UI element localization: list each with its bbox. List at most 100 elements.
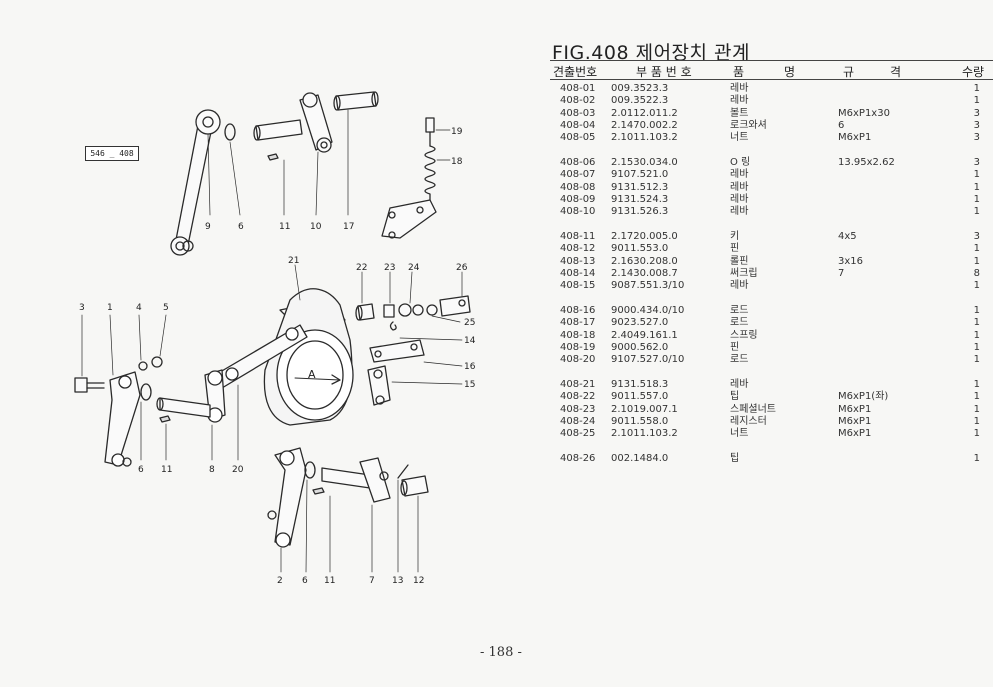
part-no-cell: 9000.434.0/10 [611, 305, 685, 316]
part-name-cell: 롤핀 [730, 255, 749, 267]
tip-part-26 [439, 295, 471, 317]
item-no-cell: 408-11 [560, 231, 596, 242]
washer-part-4 [138, 361, 148, 371]
spec-cell: 3x16 [838, 255, 864, 267]
item-no-cell: 408-01 [560, 83, 596, 94]
part-no-cell: 9131.524.3 [611, 193, 669, 205]
part-no-cell: 9011.558.0 [611, 415, 669, 427]
callout-3: 3 [79, 303, 85, 313]
item-no-cell: 408-13 [560, 255, 596, 267]
item-no-cell: 408-26 [560, 453, 596, 464]
callout-11a: 11 [279, 222, 290, 232]
spec-cell: 13.95x2.62 [838, 157, 895, 168]
callout-7: 7 [369, 576, 375, 586]
page-number: - 188 - [480, 645, 522, 660]
part-no-cell: 9023.527.0 [611, 317, 669, 329]
item-no-cell: 408-18 [560, 329, 596, 341]
qty-cell: 1 [973, 95, 980, 107]
nut-part-23 [383, 304, 395, 318]
part-name-cell: 너트 [730, 132, 749, 144]
item-no-cell: 408-03 [560, 107, 596, 119]
pin-part-19 [425, 117, 435, 147]
item-no-cell: 408-09 [560, 193, 596, 205]
callout-12: 12 [413, 576, 424, 586]
callout-11c: 11 [324, 576, 335, 586]
part-name-cell: 팁 [730, 391, 740, 403]
qty-cell: 1 [973, 243, 980, 255]
qty-cell: 1 [973, 379, 980, 390]
title-divider [550, 60, 993, 61]
part-name-cell: 팁 [730, 453, 740, 464]
callout-23: 23 [384, 263, 395, 273]
qty-cell: 3 [973, 119, 980, 131]
item-no-cell: 408-10 [560, 206, 596, 218]
part-no-cell: 2.1530.034.0 [611, 157, 678, 168]
spec-cell: M6xP1 [838, 415, 872, 427]
part-name-cell: 레바 [730, 379, 749, 390]
spring-part-18 [424, 145, 436, 201]
register-part-24 [398, 303, 424, 317]
part-no-cell: 9131.518.3 [611, 379, 669, 390]
qty-cell: 1 [973, 83, 980, 94]
callout-2: 2 [277, 576, 283, 586]
callout-21: 21 [288, 256, 299, 266]
header-qty: 수량 [962, 65, 985, 79]
callout-16: 16 [464, 362, 476, 372]
part-no-cell: 9131.526.3 [611, 206, 669, 218]
spec-cell: M6xP1 [838, 403, 872, 415]
part-no-cell: 2.1011.103.2 [611, 428, 678, 440]
tip-part-12 [400, 475, 429, 497]
part-no-cell: 9107.521.0 [611, 169, 669, 181]
part-no-cell: 2.1630.208.0 [611, 255, 678, 267]
header-part-no: 부 품 번 호 [636, 65, 692, 79]
callout-6b: 6 [138, 465, 144, 475]
callout-5: 5 [163, 303, 169, 313]
header-spec-b: 격 [890, 65, 902, 79]
item-no-cell: 408-16 [560, 305, 596, 316]
callout-26: 26 [456, 263, 468, 273]
part-no-cell: 9000.562.0 [611, 341, 669, 353]
header-spec-a: 규 [843, 65, 855, 79]
qty-cell: 1 [973, 329, 980, 341]
item-no-cell: 408-20 [560, 354, 596, 366]
callout-8: 8 [209, 465, 215, 475]
qty-cell: 1 [973, 317, 980, 329]
qty-cell: 3 [973, 107, 980, 119]
part-name-cell: 레바 [730, 280, 749, 292]
qty-cell: 3 [973, 231, 980, 242]
callout-9: 9 [205, 222, 211, 232]
part-no-cell: 2.1430.008.7 [611, 267, 678, 279]
qty-cell: 1 [973, 341, 980, 353]
rod-part-17 [333, 91, 379, 111]
part-no-cell: 9107.527.0/10 [611, 354, 685, 366]
part-no-cell: 9011.553.0 [611, 243, 669, 255]
part-name-cell: 로드 [730, 305, 749, 316]
spec-cell: 6 [838, 119, 845, 131]
part-name-cell: 레바 [730, 206, 749, 218]
header-name-a: 품 [733, 65, 745, 79]
callout-1: 1 [107, 303, 113, 313]
part-name-cell: 핀 [730, 243, 740, 255]
lever-part-9 [170, 109, 221, 256]
part-no-cell: 9087.551.3/10 [611, 280, 685, 292]
part-name-cell: 레바 [730, 169, 749, 181]
callout-15: 15 [464, 380, 475, 390]
part-no-cell: 009.3522.3 [611, 95, 669, 107]
item-no-cell: 408-06 [560, 157, 596, 168]
figure-title: FIG.408 제어장치 관계 [552, 42, 751, 64]
callout-22: 22 [356, 263, 367, 273]
qty-cell: 1 [973, 391, 980, 403]
item-no-cell: 408-25 [560, 428, 596, 440]
item-no-cell: 408-08 [560, 181, 596, 193]
tip-part-22 [355, 303, 375, 321]
qty-cell: 1 [973, 255, 980, 267]
callout-24: 24 [408, 263, 420, 273]
key-part-11 [267, 153, 279, 161]
lever-shaft-part-10 [253, 92, 333, 153]
item-no-cell: 408-24 [560, 415, 596, 427]
callout-6a: 6 [238, 222, 244, 232]
item-no-cell: 408-22 [560, 391, 596, 403]
callout-4: 4 [136, 303, 142, 313]
part-name-cell: 레바 [730, 83, 749, 94]
spec-cell: M6xP1 [838, 428, 872, 440]
